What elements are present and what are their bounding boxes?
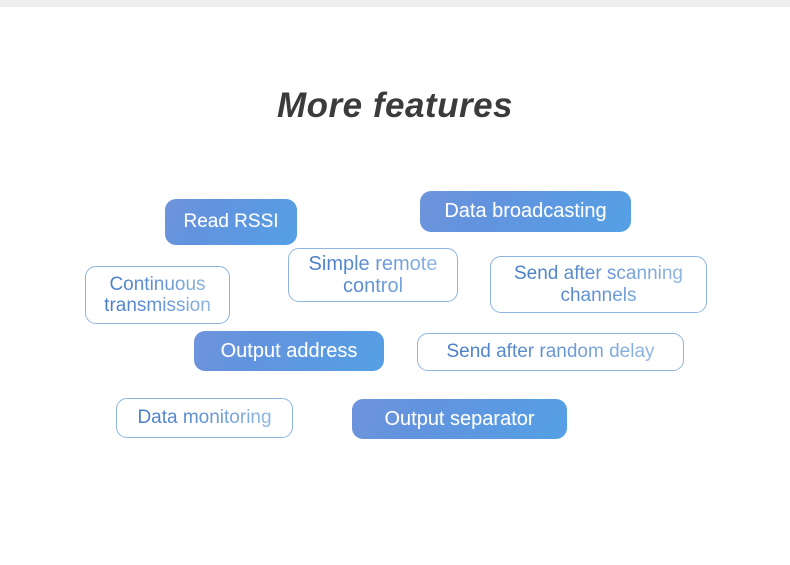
feature-chip-data-broadcasting[interactable]: Data broadcasting	[420, 191, 631, 232]
feature-label: Output address	[220, 339, 358, 362]
feature-label: Data monitoring	[117, 407, 292, 428]
feature-label: Output separator	[384, 407, 535, 430]
feature-chip-send-after-random-delay[interactable]: Send after random delay	[417, 333, 684, 371]
page-title: More features	[276, 86, 514, 125]
feature-chip-continuous-transmission[interactable]: Continuous transmission	[85, 266, 230, 324]
feature-label: Simple remote control	[289, 253, 457, 298]
feature-label: Continuous transmission	[86, 274, 229, 317]
feature-label: Data broadcasting	[444, 200, 607, 223]
feature-chip-read-rssi[interactable]: Read RSSI	[165, 199, 297, 245]
feature-label: Send after scanning channels	[491, 263, 706, 306]
feature-chip-send-after-scanning-channels[interactable]: Send after scanning channels	[490, 256, 707, 313]
top-strip	[0, 0, 790, 7]
feature-chip-data-monitoring[interactable]: Data monitoring	[116, 398, 293, 438]
feature-label: Read RSSI	[183, 211, 279, 233]
feature-chip-output-separator[interactable]: Output separator	[352, 399, 567, 439]
feature-label: Send after random delay	[418, 341, 683, 362]
feature-chip-output-address[interactable]: Output address	[194, 331, 384, 371]
feature-chip-simple-remote-control[interactable]: Simple remote control	[288, 248, 458, 302]
